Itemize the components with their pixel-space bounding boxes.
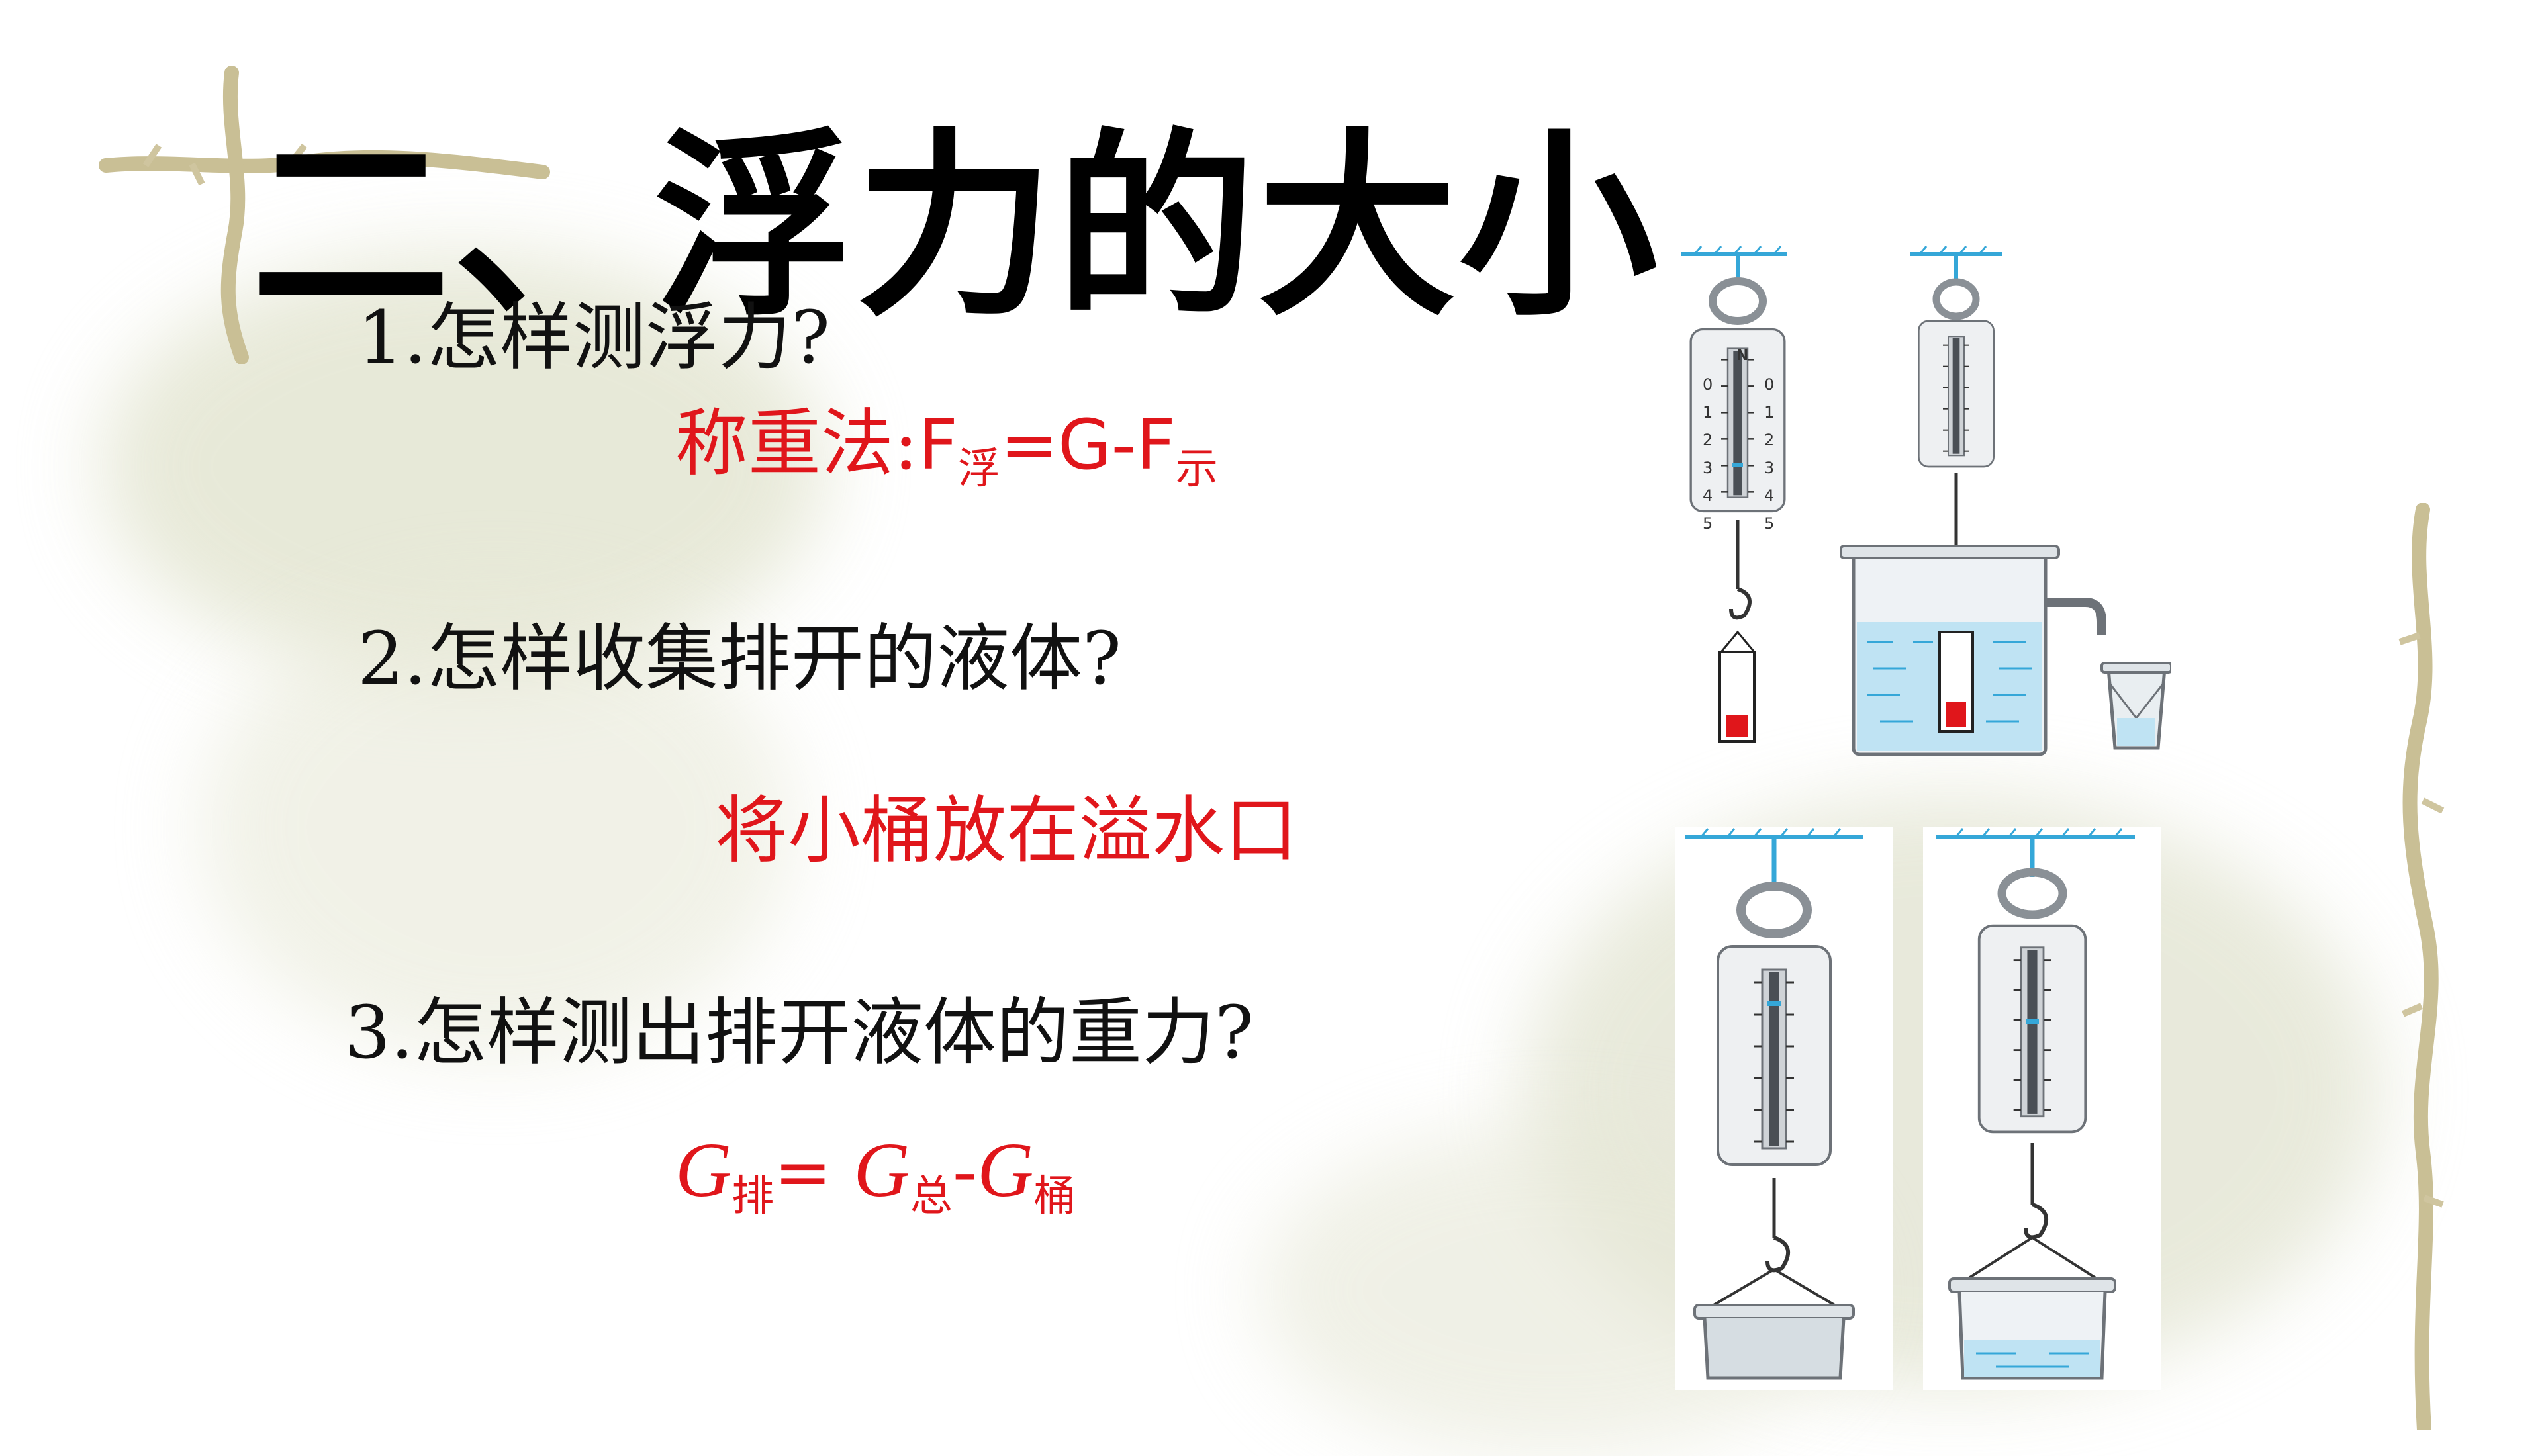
answer-3-formula: G排= G总-G桶 [675, 1125, 1076, 1223]
answer-1-F: F [918, 404, 958, 485]
background-blob [199, 596, 794, 1059]
answer-1-eq: =G-F [1000, 404, 1176, 485]
answer-3-sub-zong: 总 [910, 1172, 953, 1221]
answer-3-minus: - [952, 1132, 978, 1212]
answer-3-sub-tong: 桶 [1033, 1172, 1076, 1221]
answer-3-G1: G [675, 1126, 732, 1213]
question-3: 3.怎样测出排开液体的重力? [344, 990, 1254, 1075]
answer-2: 将小桶放在溢水口 [715, 788, 1297, 873]
figure-scale-empty-bucket [1675, 827, 1893, 1390]
scale-unit-label: N [1736, 347, 1749, 364]
question-2: 2.怎样收集排开的液体? [357, 616, 1121, 701]
question-1: 1.怎样测浮力? [357, 295, 830, 380]
vine-decoration-left [99, 66, 550, 364]
answer-1-sub-fu: 浮 [957, 445, 1000, 494]
vine-decoration-right [2398, 503, 2445, 1430]
answer-1-sub-shi: 示 [1175, 445, 1218, 494]
figure-scale-in-overflow-beaker [1840, 245, 2171, 761]
answer-1-formula: 称重法:F浮=G-F示 [675, 384, 1218, 496]
answer-1-prefix: 称重法: [675, 401, 919, 486]
answer-3-G3: G [977, 1126, 1034, 1213]
answer-3-sub-pai: 排 [731, 1172, 775, 1221]
answer-3-eq: = [774, 1132, 854, 1212]
answer-3-G2: G [853, 1126, 910, 1213]
figure-scale-bucket-with-water [1923, 827, 2161, 1390]
page-title: 二、浮力的大小 [252, 112, 1660, 343]
